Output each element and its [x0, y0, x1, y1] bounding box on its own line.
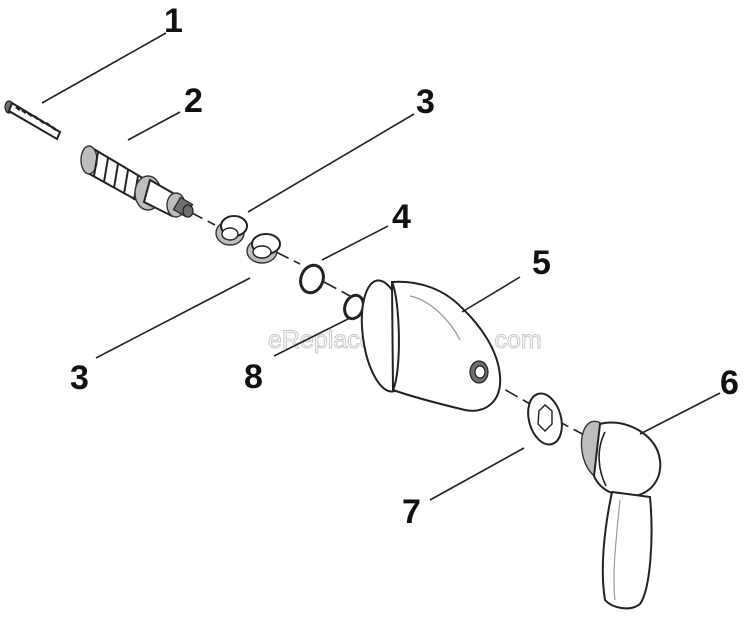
leader-lines: [41, 32, 721, 501]
part-6-lever-handle: [580, 420, 662, 610]
callout-3-upper: 3: [416, 83, 435, 121]
part-3-spacer-ring-upper: [215, 215, 248, 246]
part-1-screw: [4, 100, 62, 141]
callout-7: 7: [402, 493, 421, 531]
part-7-washer: [527, 392, 563, 446]
callout-2: 2: [184, 82, 203, 120]
callout-6: 6: [720, 364, 739, 402]
part-3-spacer-ring-lower: [246, 233, 281, 264]
callout-3-lower: 3: [70, 359, 89, 397]
callout-5: 5: [532, 244, 551, 282]
part-5-escutcheon: [360, 279, 502, 412]
callout-8: 8: [244, 358, 263, 396]
callouts: 1 2 3 4 5 3 8 6 7: [70, 2, 739, 531]
callout-1: 1: [164, 2, 183, 40]
callout-4: 4: [392, 198, 411, 236]
part-2-cartridge: [80, 145, 194, 218]
part-4-o-ring: [299, 263, 325, 295]
